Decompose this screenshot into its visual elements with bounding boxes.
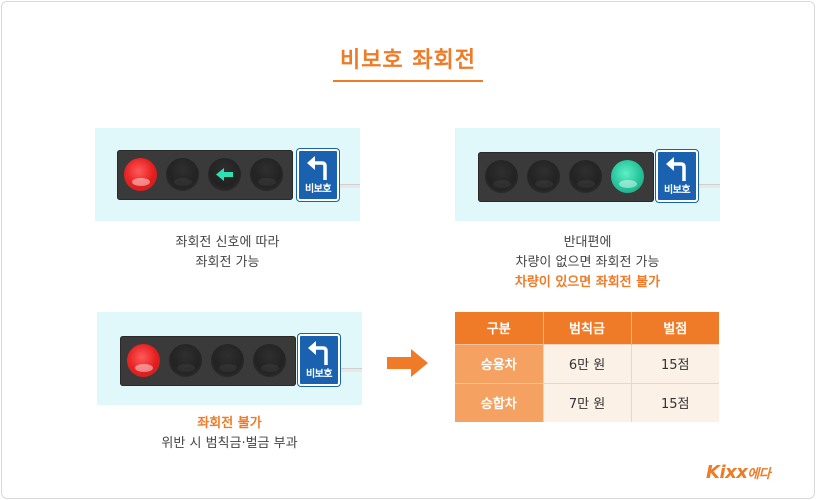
caption-line: 위반 시 범칙금·벌금 부과	[161, 436, 298, 451]
caption-line-warning: 차량이 있으면 좌회전 불가	[514, 275, 661, 290]
scenario-left-arrow-panel: 비보호	[95, 128, 360, 221]
turn-left-arrow-icon	[307, 156, 327, 180]
fine-table: 구분 범칙금 벌점 승용차 6만 원 15점 승합차 7만 원 15점	[455, 312, 719, 422]
caption-green: 반대편에 차량이 없으면 좌회전 가능 차량이 있으면 좌회전 불가	[455, 233, 720, 293]
turn-left-arrow-icon	[666, 157, 686, 181]
signal-pole	[341, 368, 362, 372]
yellow-light-off	[166, 158, 199, 191]
table-header-cell: 범칙금	[543, 312, 632, 344]
left-arrow-light-off	[569, 160, 602, 193]
turn-left-arrow-icon	[308, 341, 328, 365]
signal-pole	[699, 184, 720, 188]
green-light-off	[250, 158, 283, 191]
table-header-cell: 구분	[455, 312, 544, 344]
table-cell: 15점	[631, 382, 719, 422]
logo-main: Kixx	[706, 462, 748, 483]
scenario-red-panel: 비보호	[97, 312, 362, 405]
red-light-on	[127, 344, 160, 377]
unprotected-left-sign: 비보호	[298, 334, 340, 386]
sign-label: 비보호	[305, 369, 333, 380]
table-header-row: 구분 범칙금 벌점	[455, 312, 719, 344]
caption-line: 좌회전 가능	[195, 255, 260, 270]
green-light-off	[253, 344, 286, 377]
sign-label: 비보호	[304, 184, 332, 195]
sign-label: 비보호	[663, 185, 691, 196]
yellow-light-off	[527, 160, 560, 193]
caption-line-warning: 좌회전 불가	[197, 416, 262, 431]
red-light-off	[485, 160, 518, 193]
page-title: 비보호 좌회전	[339, 48, 477, 73]
caption-left-arrow: 좌회전 신호에 따라 좌회전 가능	[95, 233, 360, 273]
title-underline	[333, 80, 483, 82]
table-cell: 6만 원	[543, 343, 632, 383]
scenario-green-panel: 비보호	[455, 128, 720, 221]
signal-pole	[339, 184, 360, 188]
table-cell: 15점	[631, 343, 719, 383]
brand-logo: Kixx에다	[706, 462, 771, 483]
green-left-arrow-icon	[216, 168, 233, 181]
table-row-header: 승용차	[455, 343, 544, 383]
left-arrow-light-on	[208, 158, 241, 191]
unprotected-left-sign: 비보호	[656, 150, 698, 202]
table-row: 승합차 7만 원 15점	[455, 382, 719, 422]
caption-red: 좌회전 불가 위반 시 범칙금·벌금 부과	[97, 414, 362, 454]
caption-line: 반대편에	[563, 235, 612, 250]
red-light-on	[124, 158, 157, 191]
caption-line: 차량이 없으면 좌회전 가능	[515, 255, 660, 270]
traffic-light-housing	[478, 152, 654, 202]
traffic-light-housing	[117, 150, 293, 200]
table-row-header: 승합차	[455, 382, 544, 422]
table-row: 승용차 6만 원 15점	[455, 343, 719, 383]
left-arrow-light-off	[211, 344, 244, 377]
right-arrow-icon	[387, 349, 428, 377]
unprotected-left-sign: 비보호	[297, 149, 339, 201]
yellow-light-off	[169, 344, 202, 377]
logo-sub: 에다	[747, 467, 771, 482]
green-light-on	[611, 160, 644, 193]
traffic-light-housing	[120, 336, 296, 386]
table-header-cell: 벌점	[631, 312, 719, 344]
caption-line: 좌회전 신호에 따라	[175, 235, 280, 250]
table-cell: 7만 원	[543, 382, 632, 422]
